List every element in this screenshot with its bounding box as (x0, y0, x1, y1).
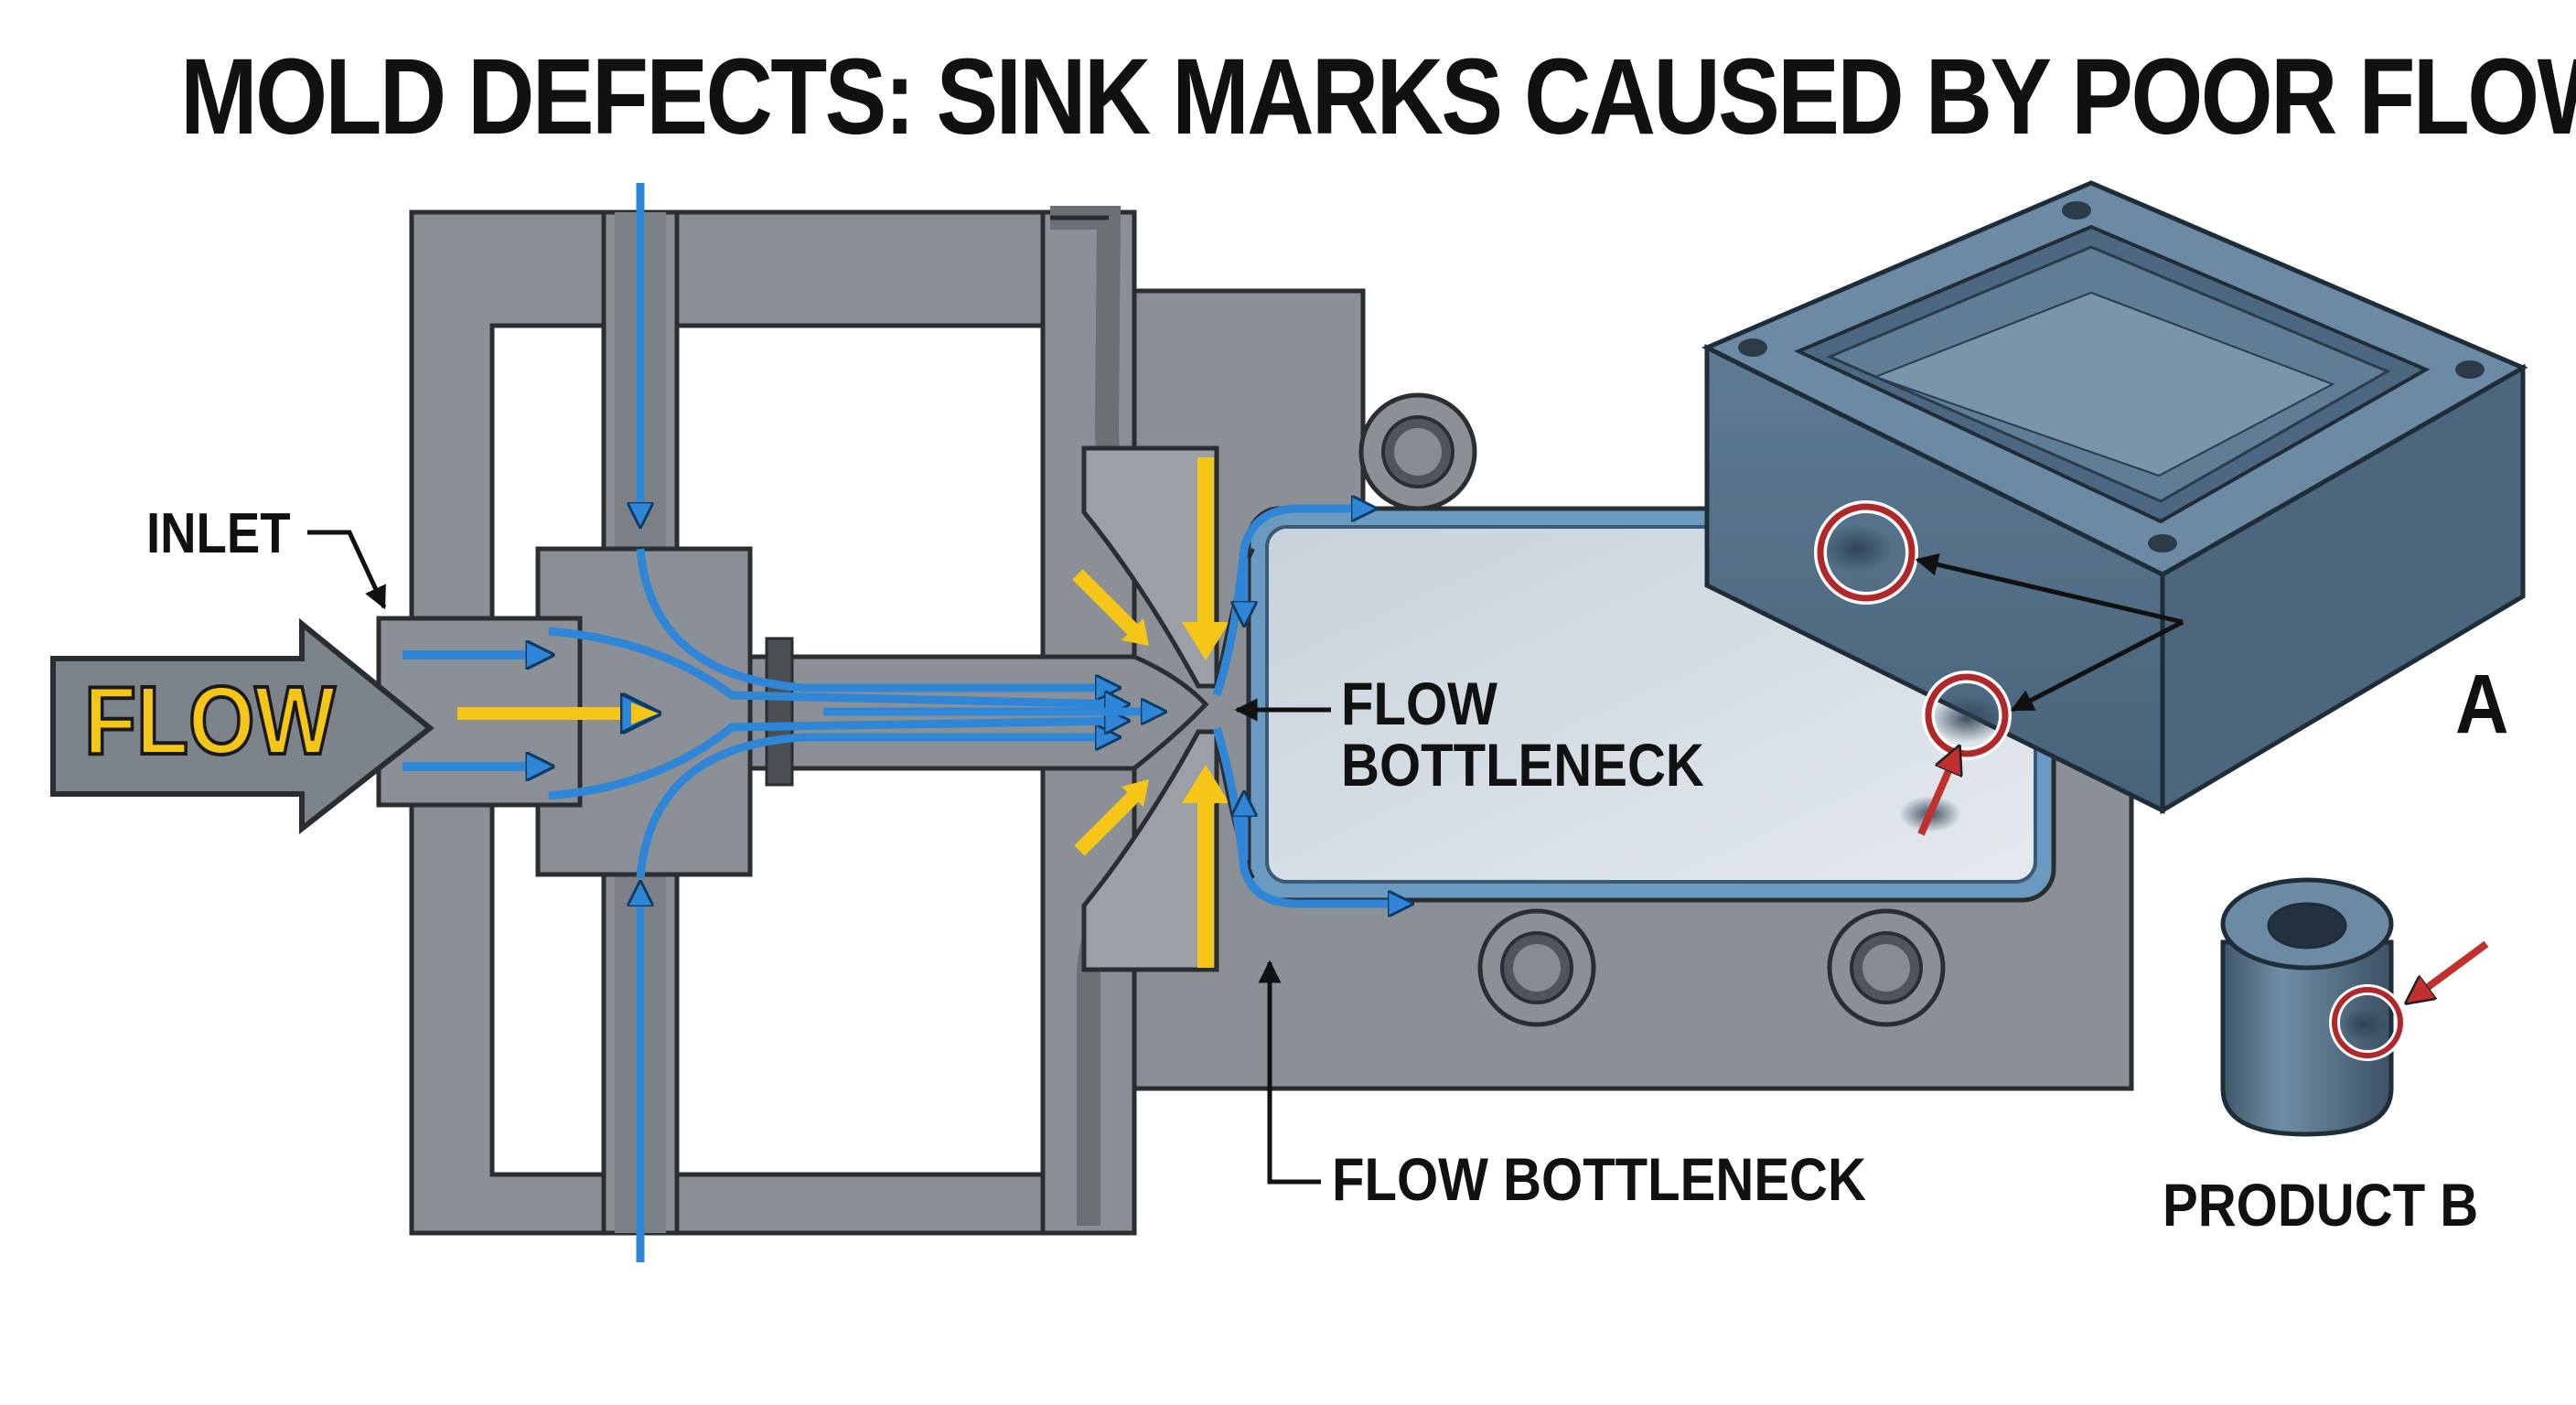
runner-flow-lines (548, 548, 1162, 879)
diagram-title: MOLD DEFECTS: SINK MARKS CAUSED BY POOR … (180, 37, 2576, 157)
product-b-label: PRODUCT B (2163, 1171, 2479, 1239)
flow-bottleneck-top-line2: BOTTLENECK (1341, 731, 1704, 799)
ejector-pin-icon (1358, 392, 1946, 1027)
flow-arrow-icon (50, 617, 435, 835)
product-a-box (1701, 180, 2528, 832)
inlet-pointer-icon (307, 530, 387, 610)
product-a-label: A (2455, 658, 2509, 751)
flow-bottleneck-top-label: FLOW BOTTLENECK (1341, 670, 1704, 799)
bottleneck-pressure-arrows (1072, 457, 1229, 968)
inlet-label: INLET (146, 502, 291, 565)
sink-mark-marker-icon (1814, 500, 2184, 836)
callout-leaders (307, 530, 1331, 1185)
flow-label: FLOW (82, 665, 337, 777)
inlet-flow-arrows (402, 655, 659, 767)
flow-bottleneck-top-line1: FLOW (1341, 670, 1497, 737)
flow-bottleneck-bottom-label: FLOW BOTTLENECK (1332, 1145, 1866, 1213)
cavity-flow-lines (1212, 509, 1409, 904)
product-b-cylinder (2220, 877, 2489, 1137)
